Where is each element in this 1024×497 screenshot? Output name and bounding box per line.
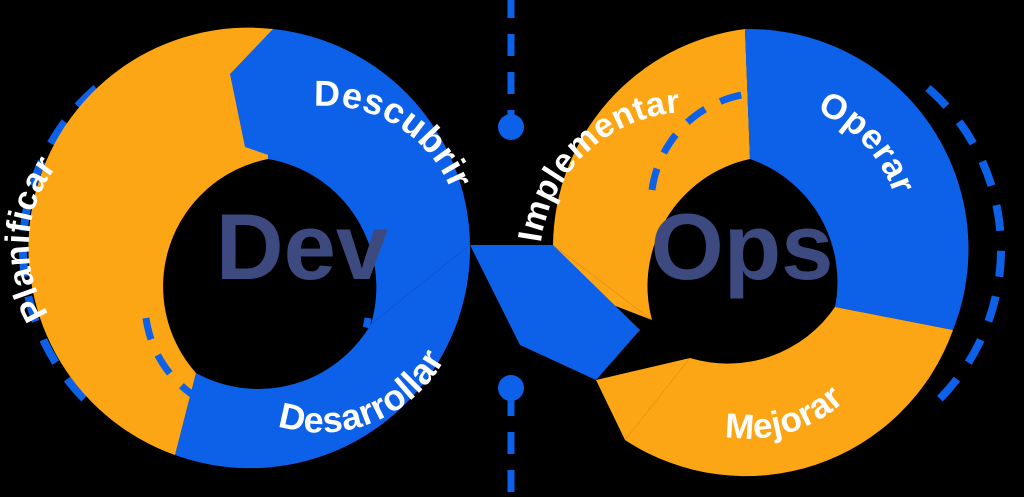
center-axis-group: [498, 0, 524, 497]
stage-band-planificar-arrow-tail: [125, 373, 196, 455]
stage-band-mejorar-arrow-tail: [596, 358, 690, 440]
dev-loop-group: [28, 27, 471, 469]
stage-band-descubrir[interactable]: [268, 29, 470, 324]
axis-dot-bottom-icon: [498, 375, 524, 401]
outer-dashed-arcs-group: [18, 84, 1006, 414]
stage-band-planificar[interactable]: [28, 27, 274, 456]
inner-dashed-arcs-group: [142, 89, 878, 419]
outer-arc-right-dashed: [925, 84, 1006, 414]
stage-band-mejorar[interactable]: [625, 307, 953, 477]
center-label-ops: Ops: [651, 194, 834, 299]
crossing-band-blue: [470, 245, 640, 380]
ops-loop-group: [470, 28, 969, 477]
stage-band-desarrollar[interactable]: [175, 245, 471, 469]
axis-dot-top-icon: [498, 114, 524, 140]
inner-arc-ops-dashed: [648, 89, 878, 191]
inner-arc-dev-dashed: [142, 317, 372, 419]
stage-band-implementar[interactable]: [553, 29, 750, 320]
outer-arc-left-dashed: [18, 84, 99, 414]
stage-band-operar-arrow-head: [745, 29, 790, 159]
stage-band-operar[interactable]: [745, 28, 969, 330]
stage-band-descubrir-arrow-head: [230, 29, 283, 160]
center-label-dev: Dev: [216, 194, 388, 299]
stage-band-implementar-arrow-tail: [553, 245, 652, 320]
